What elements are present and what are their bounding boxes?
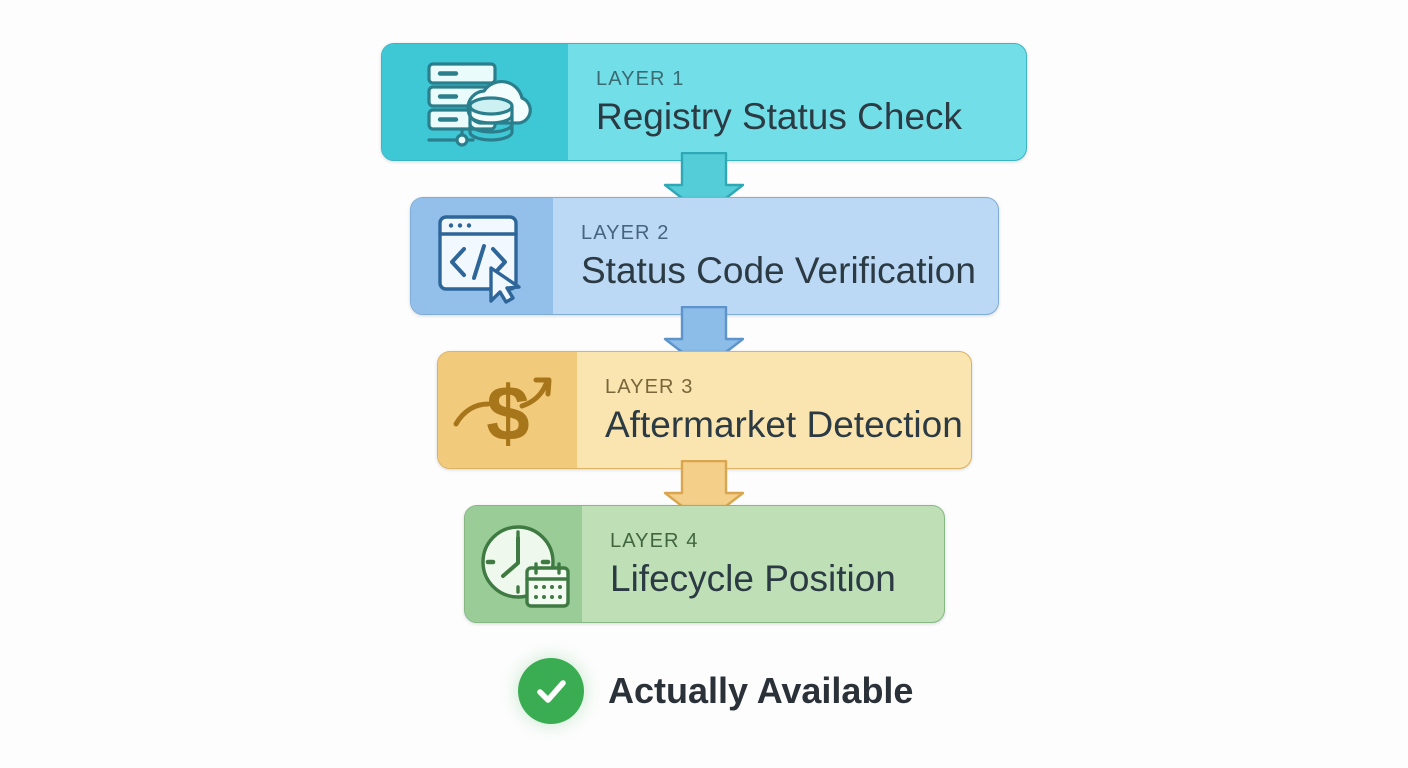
dollar-arrow-icon: $: [453, 369, 551, 454]
layer-4-kicker: LAYER 4: [610, 529, 699, 552]
layer-3-body: LAYER 3 Aftermarket Detection: [577, 352, 971, 468]
layer-card-3[interactable]: $ LAYER 3 Aftermarket Detection: [437, 351, 972, 469]
layer-4-title: Lifecycle Position: [610, 557, 896, 599]
result-label: Actually Available: [608, 670, 914, 711]
check-mark-icon: [537, 680, 566, 703]
layer-1-body: LAYER 1 Registry Status Check: [568, 44, 1026, 160]
layer-card-4[interactable]: LAYER 4 Lifecycle Position: [464, 505, 945, 623]
layer-3-title: Aftermarket Detection: [605, 403, 963, 445]
layer-2-body: LAYER 2 Status Code Verification: [553, 198, 998, 314]
clock-calendar-icon: [480, 525, 570, 608]
check-circle-icon: [518, 658, 584, 724]
svg-text:$: $: [486, 369, 529, 454]
browser-code-cursor-icon: [438, 215, 521, 304]
layer-2-icon-panel: [411, 198, 553, 314]
server-cloud-database-icon: [427, 62, 532, 147]
result-badge: Actually Available: [518, 658, 913, 724]
layer-1-icon-panel: [382, 44, 568, 160]
layer-1-title: Registry Status Check: [596, 95, 963, 137]
layer-2-kicker: LAYER 2: [581, 221, 670, 244]
layer-3-icon-panel: $: [438, 352, 577, 468]
layer-card-1[interactable]: LAYER 1 Registry Status Check: [381, 43, 1027, 161]
layer-3-kicker: LAYER 3: [605, 375, 694, 398]
layer-1-kicker: LAYER 1: [596, 67, 685, 90]
layer-card-2[interactable]: LAYER 2 Status Code Verification: [410, 197, 999, 315]
layer-4-icon-panel: [465, 506, 582, 622]
layer-2-title: Status Code Verification: [581, 249, 976, 291]
layer-4-body: LAYER 4 Lifecycle Position: [582, 506, 944, 622]
